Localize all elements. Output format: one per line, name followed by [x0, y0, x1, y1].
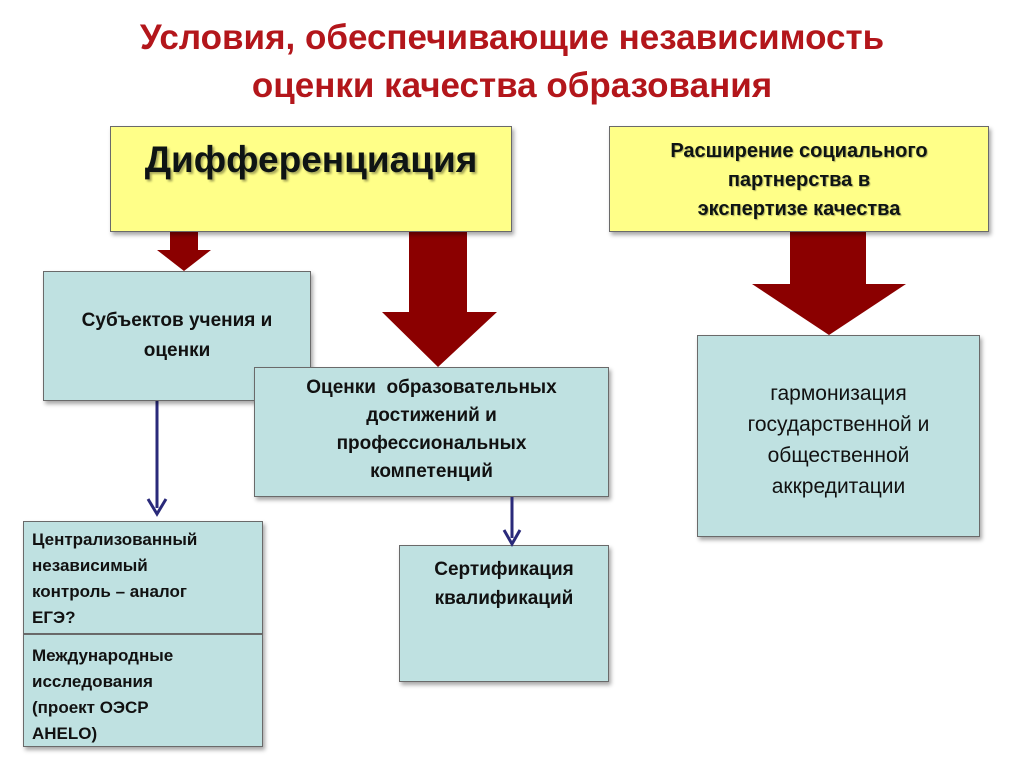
- achievements-line-3: профессиональных: [336, 433, 527, 454]
- differentiation-label: Дифференциация: [144, 139, 478, 180]
- achievements-line-4: компетенций: [370, 461, 493, 482]
- achievements-box: Оценки образовательных достижений и проф…: [254, 367, 609, 497]
- centralized-control-box: Централизованный независимый контроль – …: [23, 521, 263, 634]
- control-line-2: независимый: [32, 556, 148, 575]
- harmonization-line-2: государственной и: [747, 413, 930, 436]
- down-arrow-head-icon: [146, 498, 168, 517]
- harmonization-line-4: аккредитации: [771, 475, 906, 498]
- social-partnership-box: Расширение социального партнерства в экс…: [609, 126, 989, 232]
- international-line-4: AHELO): [32, 724, 98, 743]
- slide-title: Условия, обеспечивающие независимость оц…: [40, 14, 984, 110]
- title-line-2: оценки качества образования: [251, 66, 773, 105]
- certification-line-2: квалификаций: [434, 588, 574, 609]
- social-partnership-line-3: экспертизе качества: [697, 198, 901, 220]
- harmonization-box: гармонизация государственной и обществен…: [697, 335, 980, 537]
- achievements-line-1: Оценки образовательных: [306, 377, 557, 398]
- social-partnership-line-2: партнерства в: [727, 169, 871, 191]
- international-studies-box: Международные исследования (проект ОЭСР …: [23, 634, 263, 747]
- certification-line-1: Сертификация: [434, 559, 574, 580]
- subjects-line-1: Субъектов учения и: [81, 310, 273, 331]
- international-line-1: Международные: [32, 646, 174, 665]
- control-line-3: контроль – аналог: [32, 582, 187, 601]
- harmonization-line-3: общественной: [767, 444, 910, 467]
- achievements-line-2: достижений и: [366, 405, 497, 426]
- harmonization-line-1: гармонизация: [770, 382, 907, 405]
- control-line-1: Централизованный: [32, 530, 198, 549]
- down-arrow-icon: [382, 232, 497, 367]
- differentiation-box: Дифференциация: [110, 126, 512, 232]
- down-arrow-icon: [157, 232, 211, 271]
- title-line-1: Условия, обеспечивающие независимость: [139, 18, 885, 57]
- social-partnership-line-1: Расширение социального: [670, 140, 928, 162]
- international-line-3: (проект ОЭСР: [32, 698, 149, 717]
- control-line-4: ЕГЭ?: [32, 608, 76, 627]
- subjects-line-2: оценки: [143, 340, 211, 361]
- international-line-2: исследования: [32, 672, 153, 691]
- down-arrow-head-icon: [502, 529, 522, 548]
- certification-box: Сертификация квалификаций: [399, 545, 609, 682]
- down-arrow-icon: [752, 232, 906, 335]
